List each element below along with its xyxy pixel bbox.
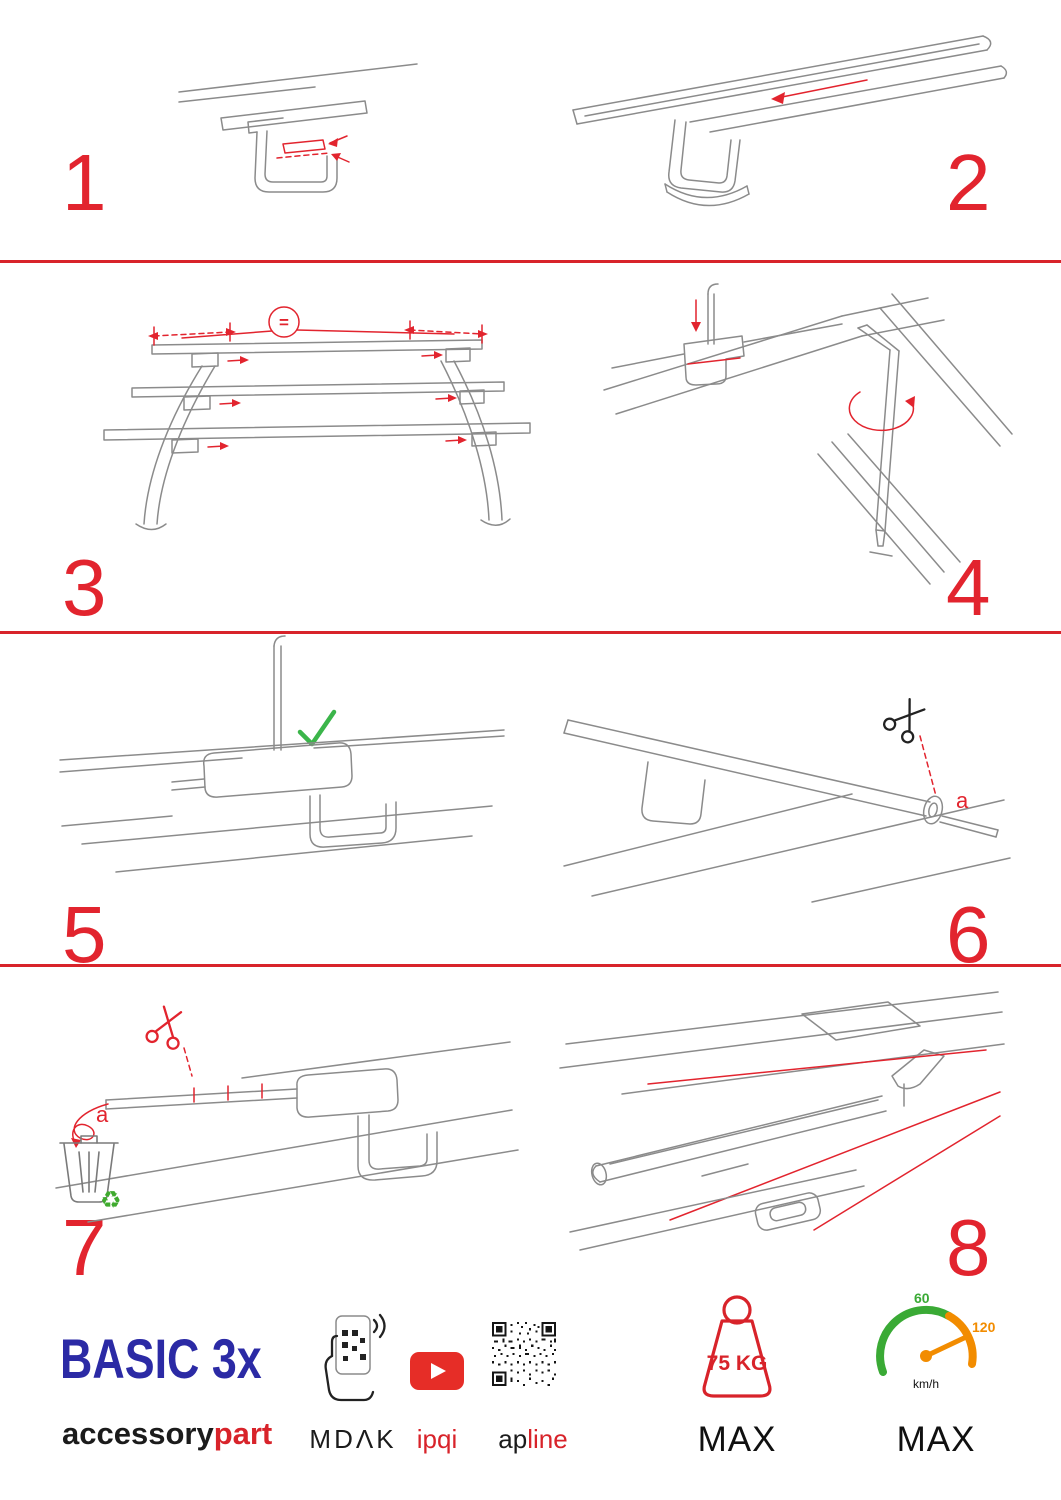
scissors-icon (145, 1005, 183, 1050)
brand-wordmark: accessorypart (62, 1416, 272, 1452)
partner-apline-black: ap (498, 1424, 528, 1454)
section-divider-2 (0, 631, 1061, 634)
partner-mdak: MDΛK (309, 1424, 397, 1454)
step-1-illustration (178, 63, 418, 193)
t-bolt (754, 1192, 822, 1231)
step-8-number: 8 (946, 1203, 991, 1292)
cut-piece-label: a (96, 1102, 109, 1127)
qr-code-icon (492, 1322, 556, 1386)
weight-limit-icon: 75 KG (702, 1295, 772, 1398)
step-1-number: 1 (62, 138, 107, 227)
step-5-illustration (59, 635, 505, 873)
equal-spacing-label: = (279, 313, 289, 332)
speed-max-label: MAX (896, 1420, 976, 1459)
youtube-icon (410, 1352, 464, 1390)
section-divider-3 (0, 964, 1061, 967)
step-6-illustration: a (563, 697, 1011, 903)
recycle-icon: ♻ (100, 1187, 122, 1214)
trash-icon (59, 1135, 119, 1203)
partner-ipqi: ipqi (416, 1424, 458, 1454)
step-6-number: 6 (946, 890, 991, 979)
partner-apline: apline (484, 1424, 582, 1455)
speedometer-icon: 60 120 km/h (876, 1290, 996, 1391)
step-7-illustration: a ♻ (55, 1005, 519, 1223)
step-4-number: 4 (946, 543, 991, 632)
phone-scan-icon (324, 1313, 386, 1402)
step-2-number: 2 (946, 138, 991, 227)
cut-point-label: a (956, 788, 969, 813)
check-icon (297, 709, 337, 747)
step-4-illustration (603, 283, 1013, 585)
brand-wordmark-red: part (213, 1416, 273, 1451)
weight-limit-value: 75 KG (707, 1352, 768, 1375)
scissors-icon (882, 697, 926, 744)
gauge-low-label: 60 (914, 1290, 930, 1306)
step-5-number: 5 (62, 890, 107, 979)
brand-wordmark-black: accessory (62, 1416, 214, 1451)
step-3-number: 3 (62, 543, 107, 632)
gauge-unit-label: km/h (913, 1377, 939, 1391)
partner-apline-red: line (527, 1424, 568, 1454)
step-8-illustration (559, 991, 1005, 1251)
gauge-high-label: 120 (972, 1319, 996, 1335)
product-name: BASIC 3x (60, 1327, 262, 1390)
step-2-illustration (572, 35, 1008, 207)
weight-max-label: MAX (697, 1420, 777, 1459)
section-divider-1 (0, 260, 1061, 263)
step-3-illustration: = (103, 306, 531, 531)
